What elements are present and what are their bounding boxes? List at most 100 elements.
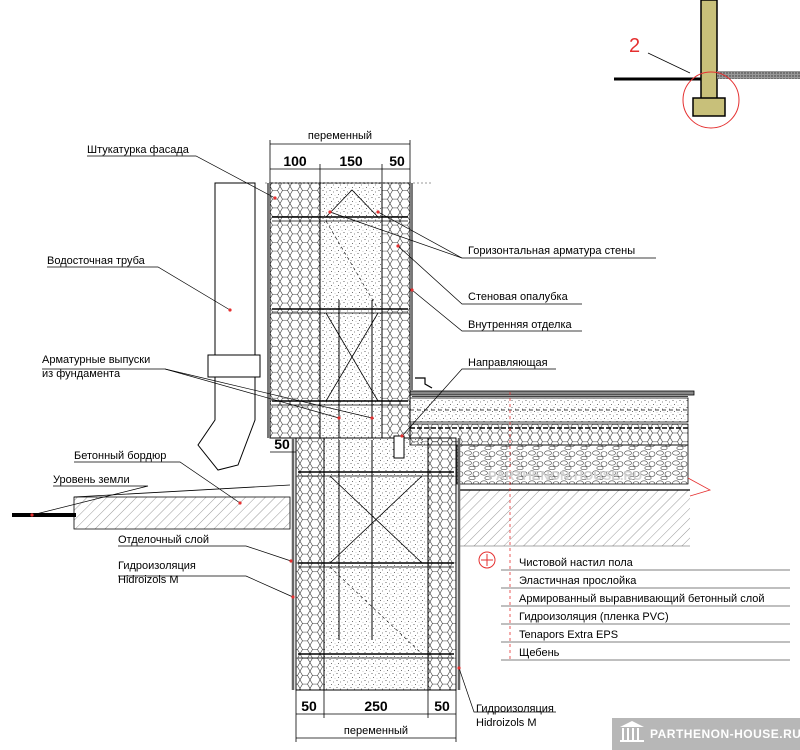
leader-concrete-curb xyxy=(74,461,241,504)
brand-badge: PARTHENON-HOUSE.RU xyxy=(612,718,800,750)
leader-dots xyxy=(30,196,461,670)
dot-finish xyxy=(289,559,293,563)
dim-top-100: 100 xyxy=(283,153,307,169)
brand-name: PARTHENON-HOUSE.RU xyxy=(650,727,800,741)
legend-item-pvc: Гидроизоляция (пленка PVC) xyxy=(519,611,669,623)
foundation-tie-2 xyxy=(329,475,423,564)
dot-ground xyxy=(30,513,34,517)
leader-downpipe xyxy=(47,266,231,311)
leader-waterproof-1 xyxy=(118,575,294,598)
tie-diag-2 xyxy=(325,312,379,402)
dot-rebar-2 xyxy=(370,416,374,420)
leader-wall-formwork xyxy=(397,245,582,305)
legend-item-elastic: Эластичная прослойка xyxy=(519,575,637,587)
legend-dividers xyxy=(501,569,790,661)
dimension-texts: переменный 100 150 50 50 50 250 50 перем… xyxy=(274,130,450,737)
soil-under-slab xyxy=(460,490,690,546)
detail-leader xyxy=(647,52,691,74)
detail-number: 2 xyxy=(629,35,640,57)
leader-interior-finish xyxy=(411,289,582,332)
temple-icon xyxy=(620,721,644,742)
label-ground-level: Уровень земли xyxy=(53,474,130,486)
dim-top-50: 50 xyxy=(389,153,405,169)
exterior-ground xyxy=(12,484,291,530)
label-interior-finish: Внутренняя отделка xyxy=(468,319,572,331)
dimensions xyxy=(269,140,457,742)
watermark: PARTHENON-HOUSE.RU xyxy=(488,468,642,483)
stud-base xyxy=(692,97,726,117)
label-wall-formwork: Стеновая опалубка xyxy=(468,291,569,303)
break-line xyxy=(687,477,712,497)
dim-bottom-50-right: 50 xyxy=(434,698,450,714)
floor-layer-legend: Чистовой настил пола Эластичная прослойк… xyxy=(478,392,790,661)
dot-hrebar-2 xyxy=(376,210,380,214)
leader-facade-plaster xyxy=(87,155,276,199)
downpipe xyxy=(197,182,261,471)
label-horizontal-rebar: Горизонтальная арматура стены xyxy=(468,245,635,257)
dot-guide xyxy=(400,434,404,438)
label-concrete-curb: Бетонный бордюр xyxy=(74,450,166,462)
label-finish-layer: Отделочный слой xyxy=(118,534,209,546)
soil xyxy=(460,489,690,547)
dot-interior xyxy=(410,288,414,292)
leader-rebar-2 xyxy=(164,368,373,419)
label-waterproof-2b: Hidroizols M xyxy=(476,717,537,729)
dot-rebar-1 xyxy=(337,416,341,420)
dim-top-150: 150 xyxy=(339,153,363,169)
label-waterproof-1b: Hidroizols M xyxy=(118,574,179,586)
dot-curb xyxy=(238,501,242,505)
dot-waterproof-1 xyxy=(291,595,295,599)
labels: Штукатурка фасада Водосточная труба Арма… xyxy=(42,144,635,729)
label-waterproof-1a: Гидроизоляция xyxy=(118,560,196,572)
detail-floor-layer xyxy=(717,71,800,79)
foundation-eps-outer xyxy=(295,437,325,691)
guide-profile xyxy=(415,377,433,389)
stud xyxy=(700,0,718,103)
leaders xyxy=(31,155,656,713)
label-waterproof-2a: Гидроизоляция xyxy=(476,703,554,715)
leader-finish-layer xyxy=(118,545,292,562)
downpipe-body xyxy=(197,182,256,471)
leader-waterproof-2 xyxy=(458,667,556,713)
interior-eps-panel xyxy=(381,182,411,439)
dim-bottom-50-left: 50 xyxy=(301,698,317,714)
dot-hrebar-1 xyxy=(328,210,332,214)
leveling-concrete xyxy=(409,397,689,423)
dim-base-50: 50 xyxy=(274,436,290,452)
downpipe-clamp xyxy=(207,354,261,378)
legend-item-concrete: Армированный выравнивающий бетонный слой xyxy=(519,593,765,605)
dot-waterproof-2 xyxy=(457,666,461,670)
dim-top-overall: переменный xyxy=(308,130,372,142)
concrete-curb xyxy=(73,496,291,530)
dot-formwork xyxy=(396,244,400,248)
foundation-eps-inner xyxy=(427,437,457,691)
wall-upper xyxy=(265,182,432,439)
legend-plus-circle xyxy=(478,551,496,569)
dot-downpipe xyxy=(228,308,232,312)
foundation-concrete-core xyxy=(323,437,429,691)
curb-slope xyxy=(73,484,291,498)
label-downpipe: Водосточная труба xyxy=(47,255,146,267)
leader-guide xyxy=(401,368,556,437)
leader-horizontal-rebar-2 xyxy=(377,211,463,259)
legend-item-finish-floor: Чистовой настил пола xyxy=(519,557,634,569)
label-rebar-outlets-2: из фундамента xyxy=(42,368,121,380)
foundation xyxy=(291,435,461,691)
detail-circle xyxy=(682,71,740,129)
finish-floor xyxy=(409,390,695,396)
tie-diag-3 xyxy=(325,220,379,310)
anchor-block xyxy=(393,435,405,459)
dim-bottom-overall: переменный xyxy=(344,725,408,737)
label-facade-plaster: Штукатурка фасада xyxy=(87,144,190,156)
legend-item-gravel: Щебень xyxy=(519,647,560,659)
dot-facade xyxy=(273,196,277,200)
brand-background xyxy=(612,718,800,750)
legend-item-eps: Tenapors Extra EPS xyxy=(519,629,618,641)
dim-bottom-250: 250 xyxy=(364,698,388,714)
detail-callout: 2 xyxy=(614,0,800,129)
leader-ground-level xyxy=(31,485,149,516)
label-rebar-outlets-1: Арматурные выпуски xyxy=(42,354,150,366)
tie-top xyxy=(325,189,379,218)
label-guide: Направляющая xyxy=(468,357,548,369)
